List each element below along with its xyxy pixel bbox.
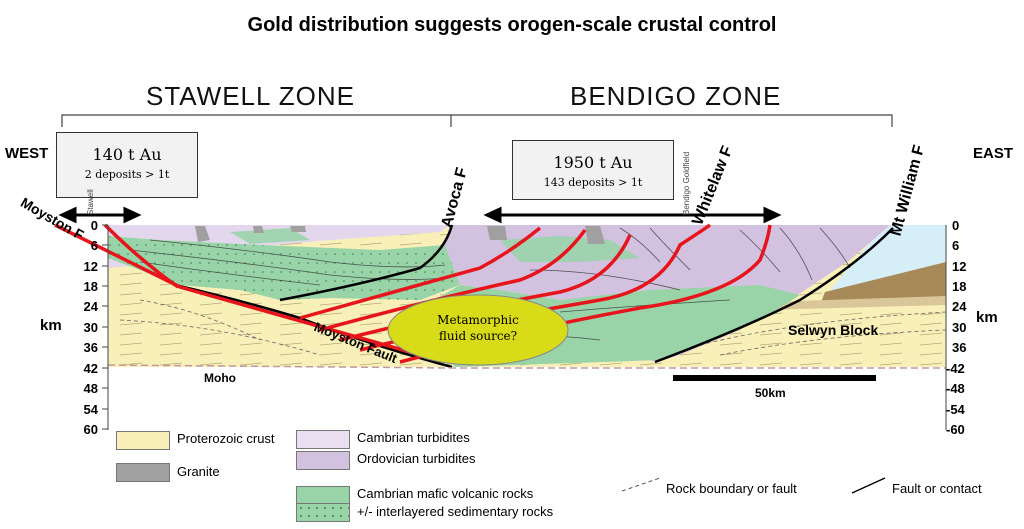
granite-swatch <box>116 463 170 482</box>
depth-tick-label: 30 <box>83 320 98 335</box>
depth-tick-label-right: 36 <box>952 340 967 355</box>
stawell-turbidites <box>108 225 450 268</box>
east-label: EAST <box>973 145 1014 162</box>
bendigo-gold-box: 1950 t Au 143 deposits > 1t <box>512 140 674 200</box>
stawell-zone-label: STAWELL ZONE <box>146 81 355 111</box>
depth-tick-label-right: -48 <box>946 381 965 396</box>
bendigo-goldfield-label: Bendigo Goldfield <box>682 151 691 215</box>
depth-tick-label: 42 <box>83 361 98 376</box>
granite-body <box>195 226 210 242</box>
fluid-source-ellipse <box>387 294 569 366</box>
stawell-deposit-count: 2 deposits > 1t <box>84 168 170 181</box>
ordovician-turbidites-legend: Ordovician turbidites <box>357 451 476 466</box>
proterozoic-swatch <box>116 431 170 450</box>
scale-label: 50km <box>755 386 786 400</box>
depth-tick-label-right: 30 <box>952 320 967 335</box>
depth-tick-label-right: 6 <box>952 238 960 253</box>
depth-tick-label: 54 <box>83 402 98 417</box>
rock-boundary-symbol <box>621 477 661 492</box>
bendigo-zone-label: BENDIGO ZONE <box>570 81 782 111</box>
fluid-source-line1: Metamorphic <box>437 313 519 327</box>
brown-layer <box>820 262 946 305</box>
granite-legend: Granite <box>177 464 220 479</box>
mafic-legend-line2: +/- interlayered sedimentary rocks <box>357 504 554 519</box>
fluid-source-line2: fluid source? <box>438 329 518 343</box>
depth-tick-label-right: 0 <box>952 218 960 233</box>
depth-tick-label-right: 24 <box>952 299 967 314</box>
depth-unit-left: km <box>40 317 62 334</box>
cambrian-turbidites-legend: Cambrian turbidites <box>357 430 470 445</box>
depth-tick-label: 36 <box>83 340 98 355</box>
depth-tick-label-right: 12 <box>952 259 967 274</box>
depth-tick-label-right: -54 <box>946 402 965 417</box>
depth-tick-label: 48 <box>83 381 98 396</box>
selwyn-block-label: Selwyn Block <box>788 322 879 338</box>
extent-arrows <box>58 206 782 224</box>
stawell-gold-amount: 140 t Au <box>92 145 162 164</box>
fault-contact-legend: Fault or contact <box>892 481 982 496</box>
fault-contact-symbol <box>851 477 886 494</box>
depth-axis-ticks <box>102 224 108 430</box>
avoca-fault-line <box>279 224 454 302</box>
depth-tick-label: 18 <box>83 279 98 294</box>
fluid-source-label: Metamorphic fluid source? <box>418 312 538 344</box>
depth-tick-label-right: -42 <box>946 361 965 376</box>
west-label: WEST <box>5 145 49 162</box>
bendigo-deposit-count: 143 deposits > 1t <box>543 176 643 189</box>
depth-tick-label: 24 <box>83 299 98 314</box>
mafic-legend-line1: Cambrian mafic volcanic rocks <box>357 486 534 501</box>
proterozoic-legend: Proterozoic crust <box>177 431 275 446</box>
depth-tick-label-right: -60 <box>946 422 965 437</box>
stawell-vertical-label: Stawell <box>86 189 95 215</box>
depth-tick-label-right: 18 <box>952 279 967 294</box>
rock-boundary-legend: Rock boundary or fault <box>666 481 797 496</box>
scale-bar <box>673 375 876 381</box>
depth-tick-label: 60 <box>83 422 98 437</box>
ordovician-turbidites-swatch <box>296 451 350 470</box>
cambrian-turbidites-swatch <box>296 430 350 449</box>
mt-william-fault-line <box>654 227 894 364</box>
stawell-gold-box: 140 t Au 2 deposits > 1t <box>56 132 198 198</box>
moho-line <box>107 364 946 369</box>
mafic-dotted-swatch <box>296 503 350 522</box>
diagram-title: Gold distribution suggests orogen-scale … <box>247 14 777 36</box>
bendigo-gold-amount: 1950 t Au <box>553 153 633 172</box>
gold-faults <box>54 223 772 364</box>
depth-tick-label: 0 <box>90 218 98 233</box>
depth-unit-right: km <box>976 309 998 326</box>
depth-tick-label: 6 <box>90 238 98 253</box>
depth-tick-label: 12 <box>83 259 98 274</box>
moho-label: Moho <box>204 371 236 385</box>
